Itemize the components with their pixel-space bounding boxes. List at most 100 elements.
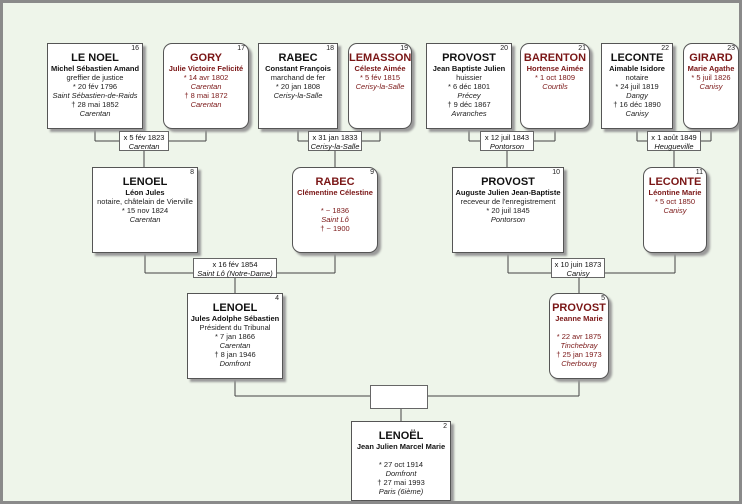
person-given-names: Julie Victoire Felicité bbox=[168, 64, 244, 73]
person-detail: Précey bbox=[457, 91, 481, 100]
person-detail: huissier bbox=[456, 73, 482, 82]
person-detail: † 27 mai 1993 bbox=[377, 478, 425, 487]
sosa-number: 23 bbox=[727, 45, 735, 52]
person-given-names: Hortense Aimée bbox=[526, 64, 584, 73]
person-detail: greffier de justice bbox=[66, 73, 124, 82]
sosa-number: 4 bbox=[275, 295, 279, 302]
person-detail: Carentan bbox=[219, 341, 251, 350]
person-detail: notaire bbox=[625, 73, 649, 82]
person-detail: * 15 nov 1824 bbox=[121, 206, 169, 215]
person-detail: notaire, châtelain de Vierville bbox=[97, 197, 193, 206]
person-surname: PROVOST bbox=[442, 52, 496, 64]
person-detail: marchand de fer bbox=[270, 73, 326, 82]
person-given-names: Léon Jules bbox=[125, 188, 165, 197]
person-given-names: Léontine Marie bbox=[648, 188, 702, 197]
person-detail: * 7 jan 1866 bbox=[214, 332, 256, 341]
person-surname: LECONTE bbox=[610, 52, 664, 64]
person-detail: † 9 déc 1867 bbox=[447, 100, 491, 109]
marriage-date: x 1 août 1849 bbox=[651, 133, 697, 142]
person-detail: receveur de l'enregistrement bbox=[460, 197, 556, 206]
marriage-date: x 10 juin 1873 bbox=[554, 260, 602, 269]
person-detail: Domfront bbox=[219, 359, 251, 368]
person-detail: Carentan bbox=[79, 109, 111, 118]
person-surname: LENOËL bbox=[378, 430, 424, 442]
person-detail: * 6 déc 1801 bbox=[447, 82, 491, 91]
marriage-place: Canisy bbox=[566, 269, 590, 278]
sosa-number: 22 bbox=[661, 45, 669, 52]
person-detail: Canisy bbox=[663, 206, 687, 215]
person-detail: Canisy bbox=[699, 82, 723, 91]
person-detail: Dangy bbox=[626, 91, 648, 100]
person-given-names: Marie Agathe bbox=[687, 64, 735, 73]
marriage-place: Cerisy-la-Salle bbox=[310, 142, 360, 151]
person-detail: Courtils bbox=[542, 82, 568, 91]
person-detail: Cerisy-la-Salle bbox=[273, 91, 323, 100]
sosa-number: 2 bbox=[443, 423, 447, 430]
sosa-number: 17 bbox=[237, 45, 245, 52]
person-surname: LE NOEL bbox=[71, 52, 119, 64]
person-detail: Tinchebray bbox=[560, 341, 598, 350]
person-detail: * 1 oct 1809 bbox=[534, 73, 576, 82]
marriage-place: Saint Lô (Notre-Dame) bbox=[197, 269, 273, 278]
person-detail: * 22 avr 1875 bbox=[556, 332, 602, 341]
person-given-names: Auguste Julien Jean-Baptiste bbox=[455, 188, 561, 197]
marriage-date: x 31 jan 1833 bbox=[312, 133, 358, 142]
person-given-names: Jeanne Marie bbox=[555, 314, 603, 323]
person-detail: † 28 mai 1852 bbox=[71, 100, 119, 109]
person-surname: GORY bbox=[190, 52, 222, 64]
person-detail: Carentan bbox=[190, 100, 222, 109]
person-surname: LENOEL bbox=[122, 176, 168, 188]
person-given-names: Jules Adolphe Sébastien bbox=[190, 314, 280, 323]
person-detail: * 27 oct 1914 bbox=[378, 460, 424, 469]
person-detail: Président du Tribunal bbox=[199, 323, 271, 332]
person-detail: * 24 juil 1819 bbox=[615, 82, 659, 91]
person-surname: LENOEL bbox=[212, 302, 258, 314]
spacer bbox=[293, 197, 377, 206]
person-surname: PROVOST bbox=[552, 302, 606, 314]
person-detail: * ~ 1836 bbox=[320, 206, 350, 215]
person-given-names: Céleste Aimée bbox=[354, 64, 406, 73]
spacer bbox=[550, 323, 608, 332]
person-detail: * 14 avr 1802 bbox=[183, 73, 229, 82]
person-detail: Saint Lô bbox=[321, 215, 349, 224]
person-surname: LEMASSON bbox=[349, 52, 412, 64]
person-detail: * 5 fév 1815 bbox=[359, 73, 401, 82]
person-detail: * 5 oct 1850 bbox=[654, 197, 696, 206]
person-surname: BARENTON bbox=[523, 52, 587, 64]
spacer bbox=[352, 451, 450, 460]
person-detail: * 5 juil 1826 bbox=[691, 73, 731, 82]
person-detail: * 20 jan 1808 bbox=[275, 82, 321, 91]
sosa-number: 20 bbox=[500, 45, 508, 52]
person-detail: * 20 fév 1796 bbox=[72, 82, 118, 91]
person-given-names: Jean Baptiste Julien bbox=[432, 64, 506, 73]
marriage-box-empty[interactable] bbox=[370, 385, 428, 409]
person-given-names: Michel Sébastien Amand bbox=[50, 64, 140, 73]
sosa-number: 9 bbox=[370, 169, 374, 176]
person-detail: † 16 déc 1890 bbox=[613, 100, 661, 109]
person-detail: Canisy bbox=[625, 109, 649, 118]
sosa-number: 18 bbox=[326, 45, 334, 52]
person-given-names: Jean Julien Marcel Marie bbox=[356, 442, 446, 451]
